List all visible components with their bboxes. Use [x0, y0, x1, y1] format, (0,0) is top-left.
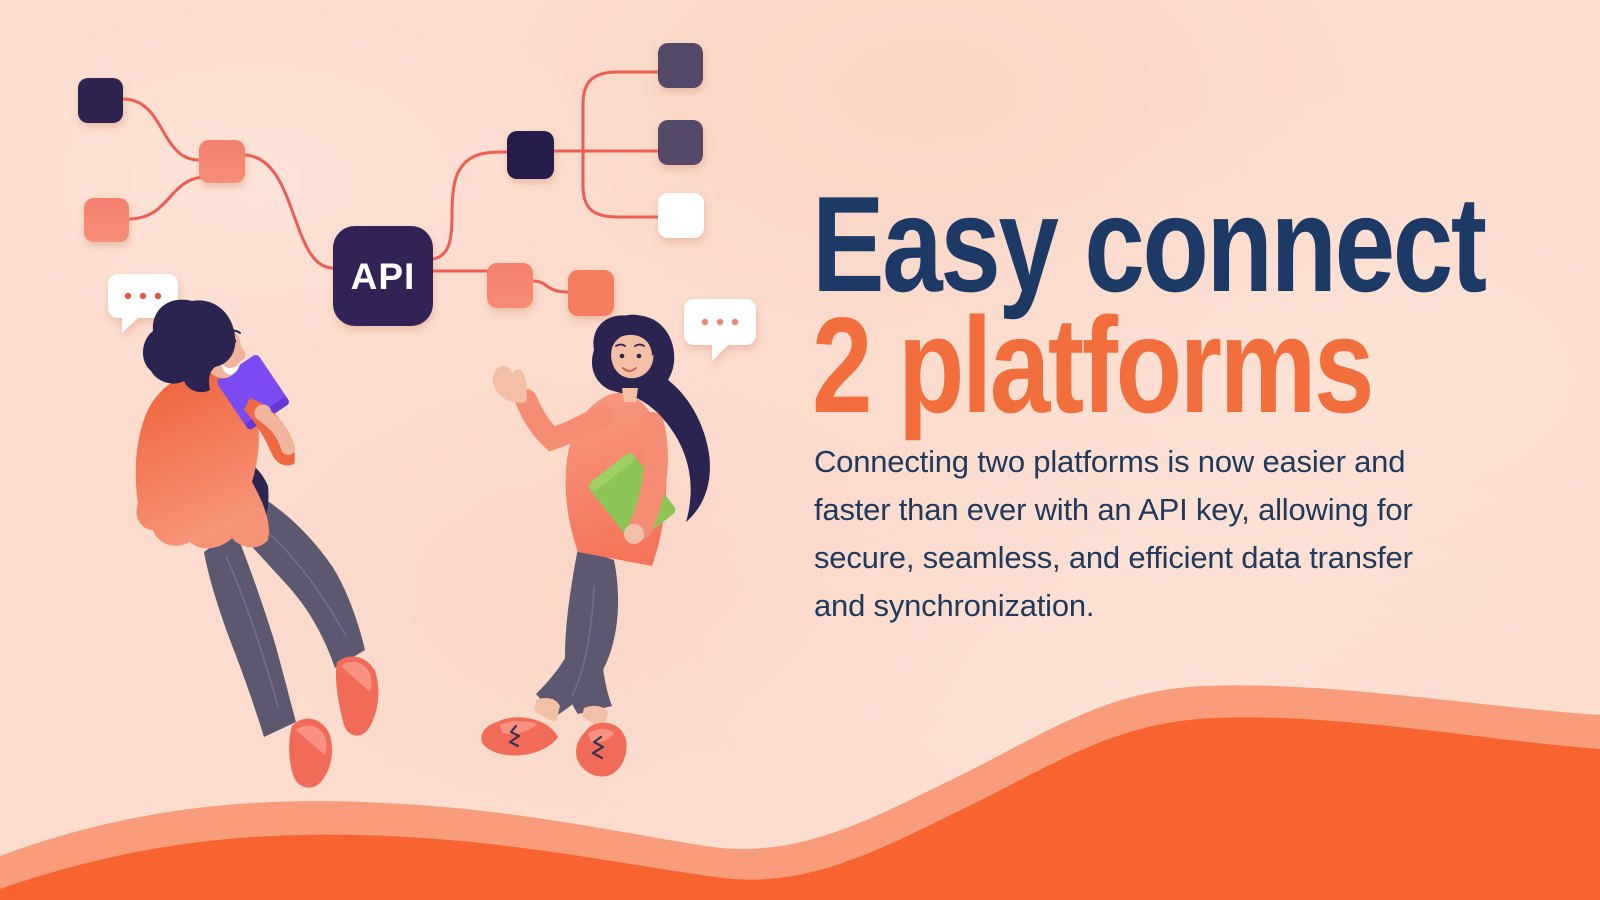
node-square-dark-1: [78, 78, 123, 123]
node-square-salmon-2: [84, 198, 129, 242]
man-hair: [142, 299, 236, 393]
speech-bubble-right: [684, 299, 756, 361]
network-nodes: [78, 43, 704, 316]
woman-smile: [622, 367, 637, 372]
man-smile: [221, 363, 240, 375]
man-hand: [254, 404, 272, 422]
woman-hand-folder: [624, 524, 644, 544]
woman-eye-left: [619, 353, 625, 359]
hero-title-line1: Easy connect: [812, 168, 1487, 320]
woman-eye-right: [636, 353, 642, 359]
man-leg-front: [204, 530, 296, 737]
typing-dots-icon: [701, 318, 739, 326]
woman-hand-open: [492, 365, 527, 403]
node-square-dark-2: [507, 131, 554, 179]
connector-lines: [121, 70, 660, 294]
man-figure: [135, 299, 379, 788]
node-square-salmon-1: [199, 140, 245, 183]
woman-ankle-back: [582, 705, 608, 728]
api-box: API: [333, 226, 433, 326]
woman-shoe-back: [576, 722, 627, 777]
node-square-white: [658, 193, 704, 238]
node-square-gray-2: [658, 120, 703, 165]
woman-figure: [481, 314, 710, 777]
woman-shoe-lace-back: [591, 735, 605, 760]
typing-dots-icon: [124, 292, 162, 300]
woman-shoe-lace-front: [508, 724, 521, 748]
woman-hair-front: [605, 314, 659, 356]
wave-orange: [0, 717, 1600, 900]
woman-ankle-front: [534, 698, 560, 722]
node-square-salmon-4: [568, 270, 614, 316]
woman-leg-front: [536, 556, 619, 716]
hero-description: Connecting two platforms is now easier a…: [814, 444, 1413, 623]
api-label: API: [351, 256, 416, 297]
node-square-gray-1: [658, 43, 703, 88]
man-shirt: [135, 371, 269, 549]
hero-title-line2: 2 platforms: [812, 289, 1374, 441]
woman-neck: [622, 388, 638, 402]
node-square-salmon-3: [487, 263, 533, 308]
speech-bubble-left: [108, 274, 178, 333]
